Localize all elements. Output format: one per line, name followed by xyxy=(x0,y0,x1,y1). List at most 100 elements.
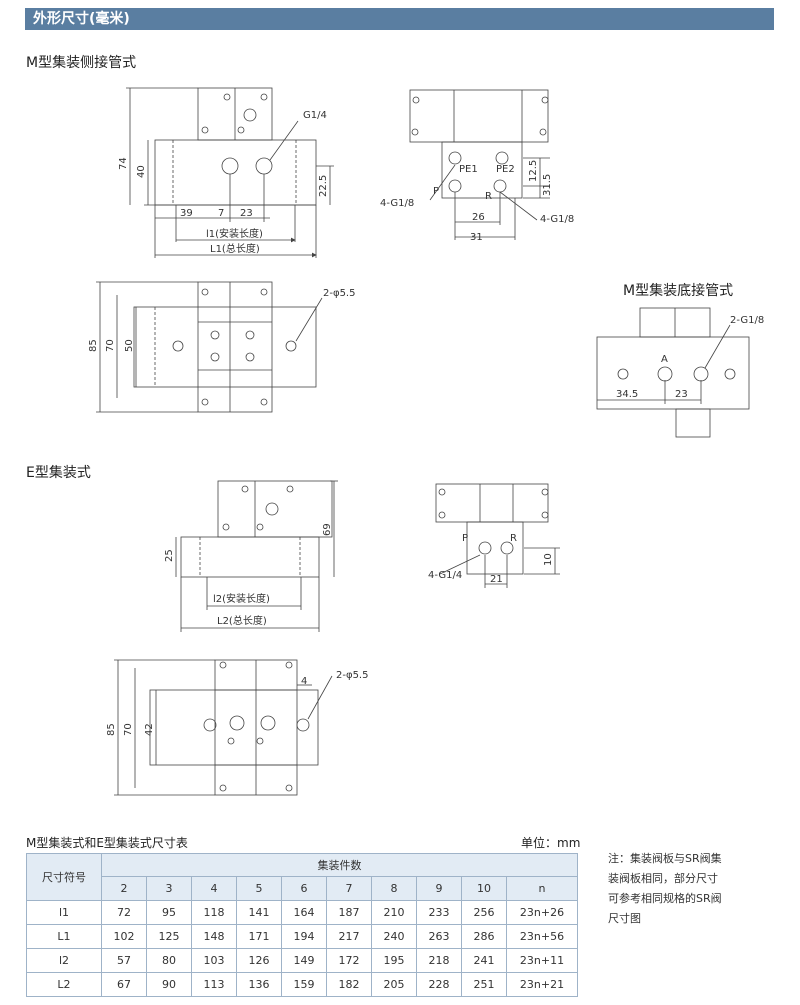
label-50: 50 xyxy=(124,339,135,352)
col-header: 4 xyxy=(191,876,237,901)
col-header: 8 xyxy=(371,876,417,901)
label-a: A xyxy=(661,354,668,365)
header-symbol: 尺寸符号 xyxy=(26,853,102,901)
table-cell: 187 xyxy=(326,900,372,925)
label-e-25: 25 xyxy=(164,549,175,562)
label-2-g18: 2-G1/8 xyxy=(730,315,764,326)
table-row: l2 57 80 103 126 149 172 195 218 241 23n… xyxy=(26,948,578,973)
label-eb-70: 70 xyxy=(123,723,134,736)
row-symbol: L2 xyxy=(26,972,102,997)
label-85: 85 xyxy=(88,339,99,352)
label-7: 7 xyxy=(218,208,224,219)
label-22-5: 22.5 xyxy=(318,175,329,197)
table-cell: 95 xyxy=(146,900,192,925)
table-cell: 205 xyxy=(371,972,417,997)
table-cell: 164 xyxy=(281,900,327,925)
table-title: M型集装式和E型集装式尺寸表 xyxy=(26,836,188,850)
label-g14: G1/4 xyxy=(303,110,327,121)
label-eb-4: 4 xyxy=(301,676,307,687)
col-header: 10 xyxy=(461,876,507,901)
table-cell: 148 xyxy=(191,924,237,949)
heading-m-side: M型集装侧接管式 xyxy=(26,55,137,71)
table-cell: 195 xyxy=(371,948,417,973)
table-row: l1 72 95 118 141 164 187 210 233 256 23n… xyxy=(26,900,578,925)
col-header: 3 xyxy=(146,876,192,901)
label-p: P xyxy=(433,186,439,197)
table-cell: 159 xyxy=(281,972,327,997)
col-header: 6 xyxy=(281,876,327,901)
col-header: 7 xyxy=(326,876,372,901)
drawing-e-top xyxy=(114,659,333,796)
table-cell: 23n+26 xyxy=(506,900,578,925)
table-cell: 125 xyxy=(146,924,192,949)
table-cell: 90 xyxy=(146,972,192,997)
label-26: 26 xyxy=(472,212,485,223)
header-group: 集装件数 xyxy=(101,853,578,877)
table-cell: 210 xyxy=(371,900,417,925)
technical-drawings: G1/4 74 40 22.5 39 7 23 l1(安装长度) L1(总长度)… xyxy=(88,87,764,796)
table-cell: 67 xyxy=(101,972,147,997)
table-cell: 172 xyxy=(326,948,372,973)
table-row: L2 67 90 113 136 159 182 205 228 251 23n… xyxy=(26,972,578,997)
table-cell: 218 xyxy=(416,948,462,973)
label-eb-42: 42 xyxy=(144,723,155,736)
label-e-21: 21 xyxy=(490,574,503,585)
label-4-g18-left: 4-G1/8 xyxy=(380,198,414,209)
col-header: n xyxy=(506,876,578,901)
table-cell: 217 xyxy=(326,924,372,949)
label-31: 31 xyxy=(470,232,483,243)
table-cell: 102 xyxy=(101,924,147,949)
table-cell: 240 xyxy=(371,924,417,949)
table-note: 注：集装阀板与SR阀集装阀板相同，部分尺寸可参考相同规格的SR阀尺寸图 xyxy=(608,852,722,925)
label-23: 23 xyxy=(240,208,253,219)
label-2-hole: 2-φ5.5 xyxy=(323,288,355,299)
table-cell: 23n+21 xyxy=(506,972,578,997)
label-e-10: 10 xyxy=(543,553,554,566)
label-l1-total: L1(总长度) xyxy=(210,242,260,255)
col-header: 9 xyxy=(416,876,462,901)
label-39: 39 xyxy=(180,208,193,219)
drawing-m-bottom xyxy=(596,307,750,438)
table-cell: 149 xyxy=(281,948,327,973)
label-pe2: PE2 xyxy=(496,164,515,175)
label-l1-install: l1(安装长度) xyxy=(206,227,263,240)
drawing-m-side-profile xyxy=(409,89,550,240)
heading-m-bottom: M型集装底接管式 xyxy=(623,283,734,299)
label-mb-23: 23 xyxy=(675,389,688,400)
drawing-m-side-front xyxy=(126,87,334,258)
label-74: 74 xyxy=(118,157,129,170)
table-unit: 单位：mm xyxy=(521,836,581,850)
table-cell: 194 xyxy=(281,924,327,949)
table-cell: 228 xyxy=(416,972,462,997)
table-cell: 126 xyxy=(236,948,282,973)
table-cell: 171 xyxy=(236,924,282,949)
drawing-e-front xyxy=(175,480,338,632)
table-cell: 113 xyxy=(191,972,237,997)
table-cell: 72 xyxy=(101,900,147,925)
table-cell: 286 xyxy=(461,924,507,949)
heading-e-type: E型集装式 xyxy=(26,465,91,481)
row-symbol: l2 xyxy=(26,948,102,973)
drawing-e-side xyxy=(435,483,560,588)
label-12-5: 12.5 xyxy=(528,160,539,182)
table-cell: 233 xyxy=(416,900,462,925)
table-cell: 23n+11 xyxy=(506,948,578,973)
label-31-5: 31.5 xyxy=(542,174,553,196)
label-eb-85: 85 xyxy=(106,723,117,736)
label-l2-total: L2(总长度) xyxy=(217,614,267,627)
col-header: 2 xyxy=(101,876,147,901)
label-4-g18-right: 4-G1/8 xyxy=(540,214,574,225)
table-cell: 23n+56 xyxy=(506,924,578,949)
table-cell: 136 xyxy=(236,972,282,997)
label-e-p: P xyxy=(462,533,468,544)
label-70: 70 xyxy=(105,339,116,352)
row-symbol: L1 xyxy=(26,924,102,949)
table-cell: 182 xyxy=(326,972,372,997)
table-cell: 263 xyxy=(416,924,462,949)
label-34-5: 34.5 xyxy=(616,389,638,400)
label-e-r: R xyxy=(510,533,517,544)
table-cell: 141 xyxy=(236,900,282,925)
label-r: R xyxy=(485,191,492,202)
table-cell: 80 xyxy=(146,948,192,973)
drawing-m-side-top xyxy=(96,281,323,413)
